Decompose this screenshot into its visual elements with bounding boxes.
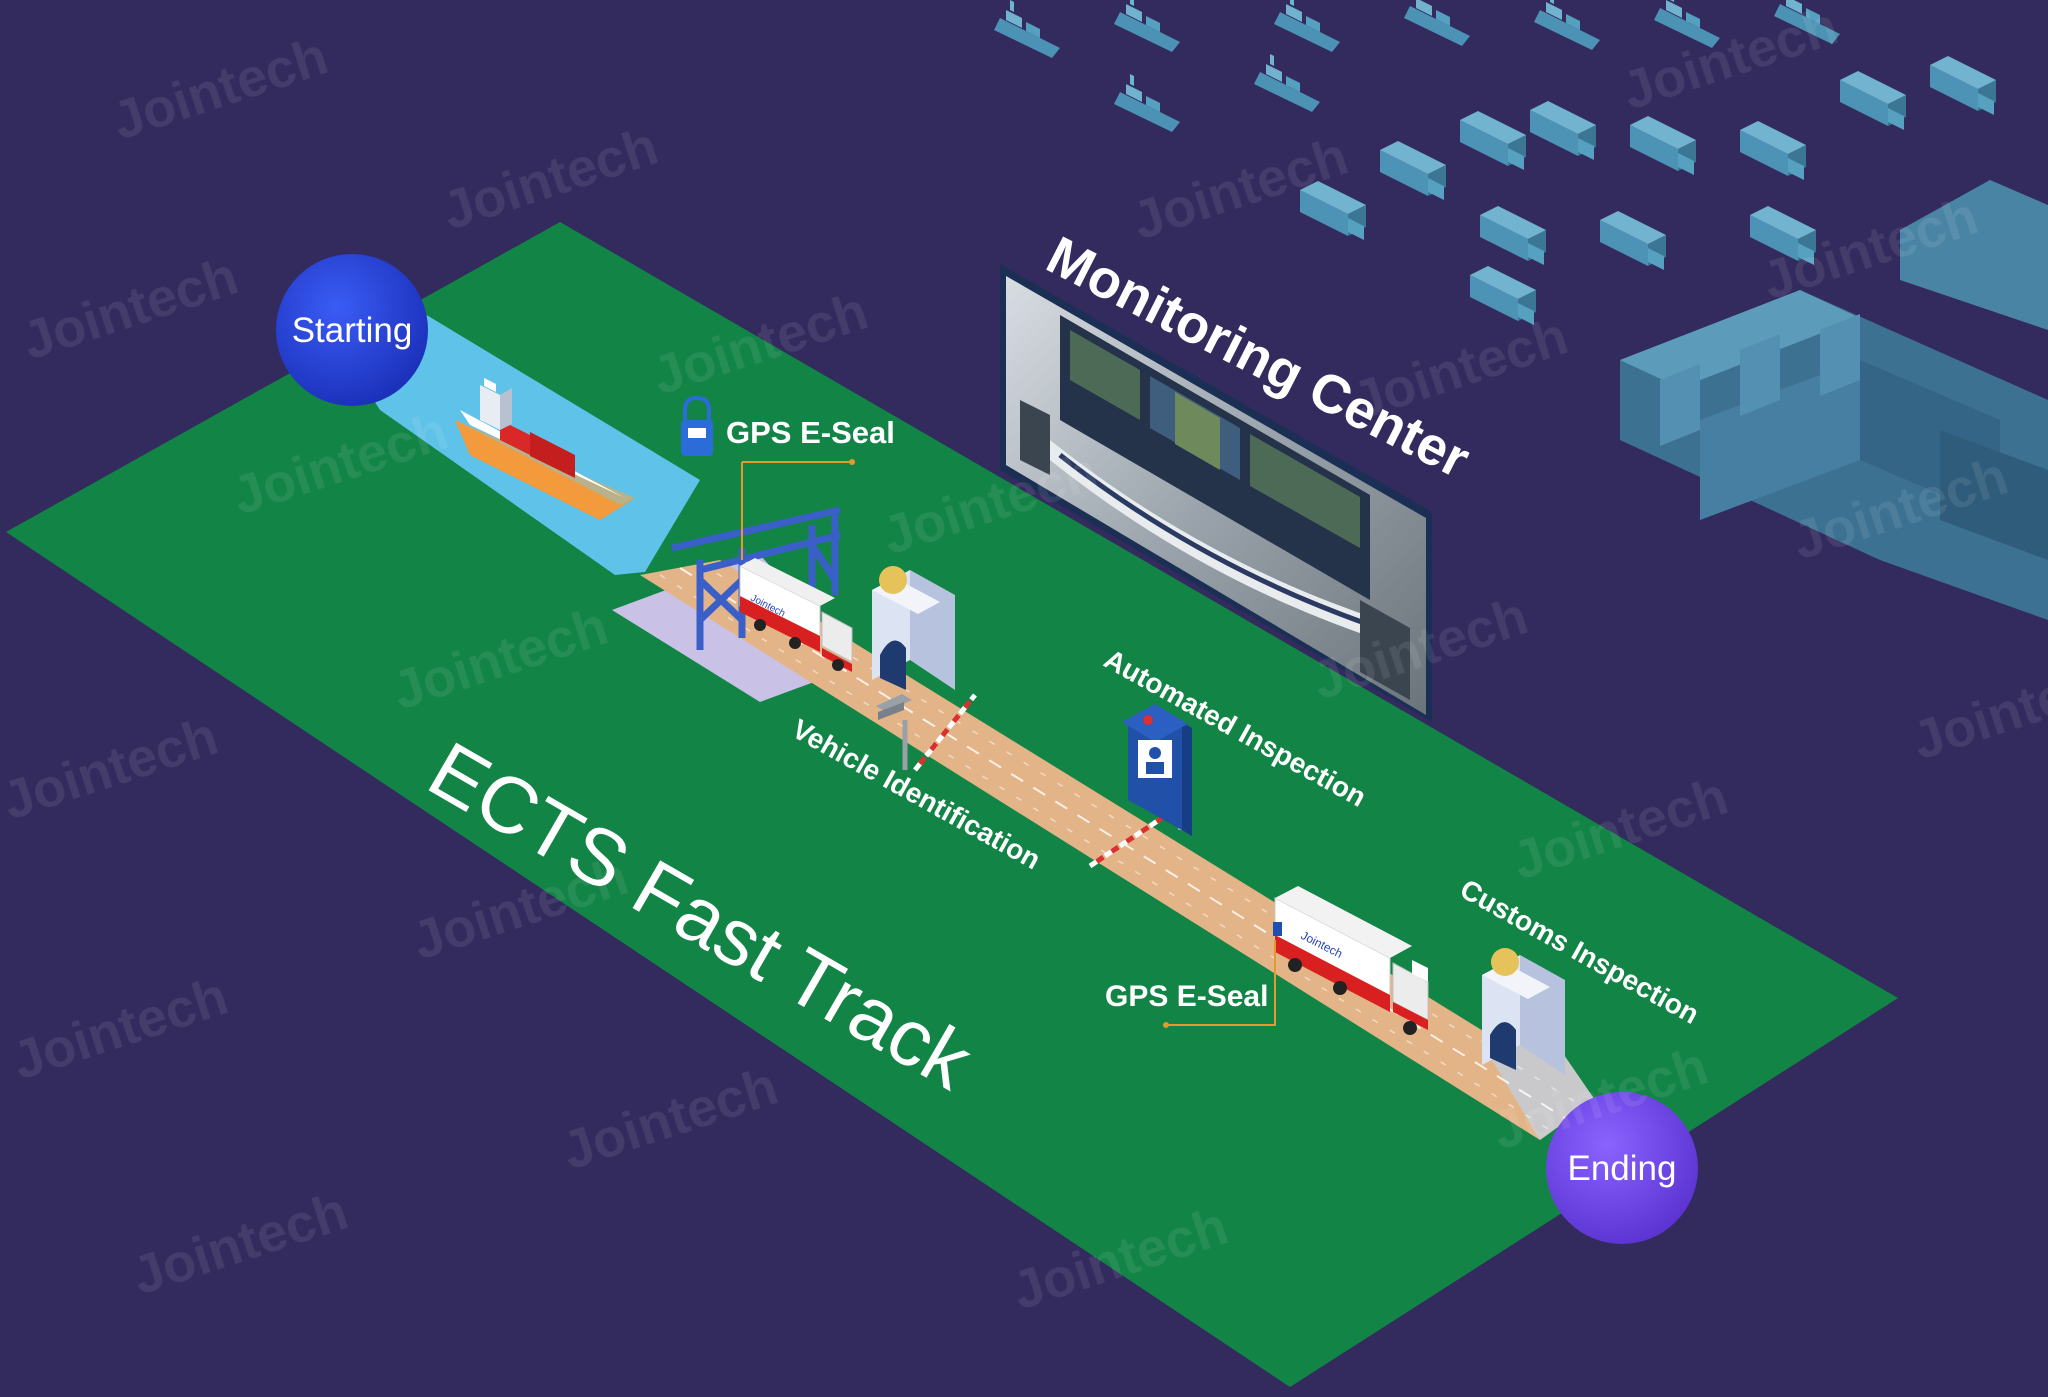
gps-eseal-lock-icon [681,395,713,456]
watermark: Jointech [435,116,665,242]
barrier-gate-1 [913,693,977,772]
monitoring-center-image [1000,264,1432,722]
watermark: Jointech [125,1181,355,1307]
watermark: Jointech [15,246,245,372]
eseal-top-label: GPS E-Seal [726,415,895,450]
end-label: Ending [1568,1149,1677,1188]
background-container-stack [1620,180,2048,620]
watermark: Jointech [1345,306,1575,432]
inspection-booth-icon [1122,704,1192,836]
cargo-ship-icon [455,378,635,520]
green-field [6,222,1898,1387]
start-label: Starting [292,311,413,350]
watermark: Jointech [555,1056,785,1182]
watermark: Jointech [1615,0,1845,121]
gantry-crane-icon [671,506,841,650]
camera-pole-icon [876,694,912,770]
eseal-bottom-label: GPS E-Seal [1105,980,1268,1013]
gps-eseal-bottom: GPS E-Seal [1105,940,1276,1028]
truck-icon-1: Jointech [739,558,853,672]
watermark: Jointech [0,706,225,832]
eseal-bottom-callout [1166,940,1276,1026]
watermark: Jointech [5,966,235,1092]
customs-building-icon-1 [872,566,955,690]
end-marker: Ending [1546,1092,1698,1244]
watermark: Jointech [1125,126,1355,252]
gps-eseal-top: GPS E-Seal [681,395,895,560]
customs-building-icon-2 [1482,948,1565,1075]
watermark: Jointech [1905,646,2048,772]
start-marker: Starting [276,254,428,406]
truck-icon-2: Jointech [1273,886,1429,1035]
watermark: Jointech [105,26,335,152]
